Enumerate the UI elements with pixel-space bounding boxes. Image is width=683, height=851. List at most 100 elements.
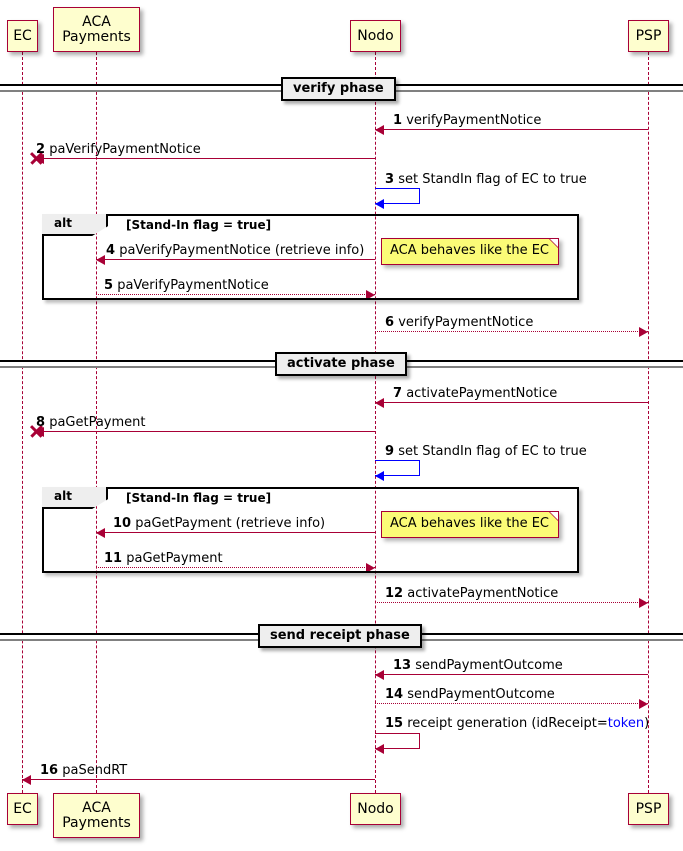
message-label-5: 5 paVerifyPaymentNotice (104, 278, 269, 293)
alt-verify-tab: alt (42, 214, 108, 236)
message-label-3: 3 set StandIn flag of EC to true (385, 172, 587, 187)
alt-verify-condition: [Stand-In flag = true] (126, 218, 272, 232)
participant-nodo-bottom[interactable]: Nodo (350, 793, 401, 825)
message-line-5 (96, 294, 375, 295)
note-activate: ACA behaves like the EC (381, 511, 559, 538)
message-number-6: 6 (385, 315, 395, 330)
message-number-14: 14 (385, 687, 404, 702)
arrowhead-5 (366, 290, 375, 300)
self-message-loop-9 (375, 460, 420, 476)
message-line-7 (375, 402, 648, 403)
message-number-7: 7 (393, 386, 403, 401)
message-number-13: 13 (393, 658, 412, 673)
message-label-16: 16 paSendRT (40, 763, 127, 778)
note-text: ACA behaves like the EC (390, 516, 549, 531)
message-line-12 (375, 602, 648, 603)
participant-aca-top[interactable]: ACA Payments (53, 7, 140, 52)
message-label-13: 13 sendPaymentOutcome (393, 658, 563, 673)
participant-aca-bottom[interactable]: ACA Payments (53, 793, 140, 838)
lifeline-aca (96, 52, 97, 793)
message-label-4: 4 paVerifyPaymentNotice (retrieve info) (106, 243, 364, 258)
note-fold-inner-icon (550, 512, 558, 520)
message-label-12: 12 activatePaymentNotice (385, 586, 558, 601)
message-label-11: 11 paGetPayment (104, 551, 223, 566)
message-label-1: 1 verifyPaymentNotice (393, 113, 541, 128)
message-line-13 (375, 674, 648, 675)
message-line-1 (375, 129, 648, 130)
message-number-4: 4 (106, 243, 116, 258)
message-label-6: 6 verifyPaymentNotice (385, 315, 533, 330)
message-number-11: 11 (104, 551, 123, 566)
message-number-9: 9 (385, 444, 395, 459)
arrowhead-6 (639, 327, 648, 337)
message-label-14: 14 sendPaymentOutcome (385, 687, 555, 702)
alt-activate-tab: alt (42, 487, 108, 509)
message-text-4: paVerifyPaymentNotice (retrieve info) (119, 243, 365, 258)
alt-activate (42, 487, 579, 573)
message-label-7: 7 activatePaymentNotice (393, 386, 557, 401)
arrowhead-13 (375, 670, 384, 680)
message-number-12: 12 (385, 586, 404, 601)
participant-ec-top[interactable]: EC (7, 20, 38, 52)
arrowhead-15 (375, 744, 384, 754)
note-verify: ACA behaves like the EC (381, 238, 559, 265)
message-number-15: 15 (385, 716, 404, 731)
arrowhead-10 (96, 528, 105, 538)
participant-psp-bottom[interactable]: PSP (628, 793, 669, 825)
arrowhead-9 (375, 471, 384, 481)
message-label-9: 9 set StandIn flag of EC to true (385, 444, 587, 459)
message-line-11 (96, 567, 375, 568)
message-number-1: 1 (393, 113, 403, 128)
message-line-14 (375, 703, 648, 704)
self-message-loop-3 (375, 188, 420, 204)
message-number-10: 10 (113, 516, 132, 531)
message-text-6: verifyPaymentNotice (398, 315, 534, 330)
message-text-12: activatePaymentNotice (407, 586, 559, 601)
arrowhead-7 (375, 398, 384, 408)
arrowhead-11 (366, 563, 375, 573)
self-message-loop-15 (375, 733, 420, 749)
message-number-5: 5 (104, 278, 114, 293)
message-text-3: set StandIn flag of EC to true (398, 172, 587, 187)
message-text-5: paVerifyPaymentNotice (117, 278, 269, 293)
message-text-2: paVerifyPaymentNotice (49, 142, 201, 157)
message-text-9: set StandIn flag of EC to true (398, 444, 587, 459)
message-line-6 (375, 331, 648, 332)
note-text: ACA behaves like the EC (390, 243, 549, 258)
message-number-8: 8 (36, 415, 46, 430)
alt-activate-condition: [Stand-In flag = true] (126, 491, 272, 505)
phase-label-activate: activate phase (275, 352, 407, 376)
message-line-4 (96, 259, 375, 260)
message-text-15: receipt generation (idReceipt= (407, 716, 608, 731)
message-token-15: token (607, 716, 645, 731)
message-label-15: 15 receipt generation (idReceipt=token) (385, 716, 649, 731)
message-text-14: sendPaymentOutcome (407, 687, 555, 702)
arrowhead-14 (639, 699, 648, 709)
participant-ec-bottom[interactable]: EC (7, 793, 38, 825)
message-text-10: paGetPayment (retrieve info) (135, 516, 326, 531)
arrowhead-16 (22, 775, 31, 785)
message-text-8: paGetPayment (49, 415, 146, 430)
phase-label-verify: verify phase (281, 77, 396, 101)
arrowhead-4 (96, 255, 105, 265)
message-line-10 (96, 532, 375, 533)
arrowhead-1 (375, 125, 384, 135)
message-label-2: 2 paVerifyPaymentNotice (36, 142, 201, 157)
participant-nodo-top[interactable]: Nodo (350, 20, 401, 52)
phase-label-receipt: send receipt phase (258, 624, 422, 648)
note-fold-inner-icon (550, 239, 558, 247)
message-line-8 (35, 431, 375, 432)
message-text-7: activatePaymentNotice (406, 386, 558, 401)
message-text-11: paGetPayment (126, 551, 223, 566)
message-text-tail-15: ) (644, 716, 650, 731)
lifeline-psp (648, 52, 649, 793)
participant-psp-top[interactable]: PSP (628, 20, 669, 52)
message-number-16: 16 (40, 763, 59, 778)
lifeline-ec (22, 52, 23, 793)
lifeline-nodo (375, 52, 376, 793)
message-text-1: verifyPaymentNotice (406, 113, 542, 128)
message-line-2 (35, 158, 375, 159)
message-number-2: 2 (36, 142, 46, 157)
arrowhead-3 (375, 199, 384, 209)
message-label-10: 10 paGetPayment (retrieve info) (113, 516, 325, 531)
